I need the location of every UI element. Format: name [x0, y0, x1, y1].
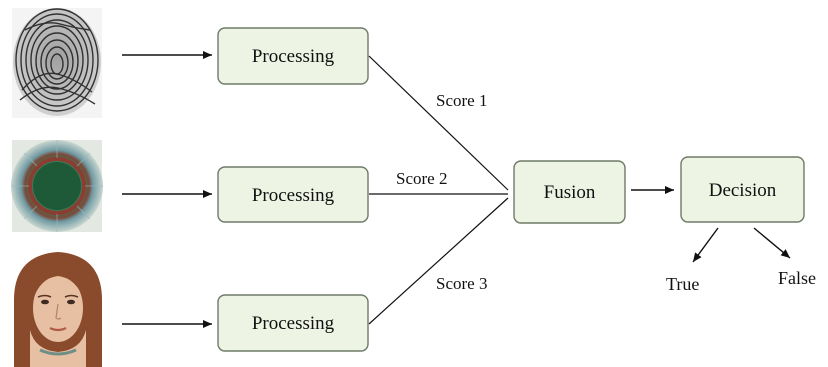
decision-label: Decision	[709, 180, 777, 201]
false-arrow	[753, 227, 791, 259]
fingerprint-icon	[12, 8, 102, 118]
processing-label-3: Processing	[252, 313, 335, 334]
outcome-true-label: True	[666, 274, 699, 294]
score-line-3	[368, 197, 509, 325]
processing-box-1: Processing	[217, 27, 369, 85]
face-icon	[14, 252, 102, 367]
processing-label-1: Processing	[252, 46, 335, 67]
iris-icon	[11, 140, 103, 232]
decision-box: Decision	[680, 156, 805, 223]
processing-box-3: Processing	[217, 294, 369, 352]
score-label-3: Score 3	[436, 274, 487, 293]
fusion-box: Fusion	[513, 160, 626, 224]
score-label-1: Score 1	[436, 91, 487, 110]
fusion-label: Fusion	[544, 182, 596, 203]
score-line-1	[368, 55, 509, 191]
score-label-2: Score 2	[396, 169, 447, 188]
processing-box-2: Processing	[217, 166, 369, 223]
outcome-false-label: False	[778, 268, 816, 288]
true-arrow	[692, 227, 719, 263]
processing-label-2: Processing	[252, 185, 335, 206]
